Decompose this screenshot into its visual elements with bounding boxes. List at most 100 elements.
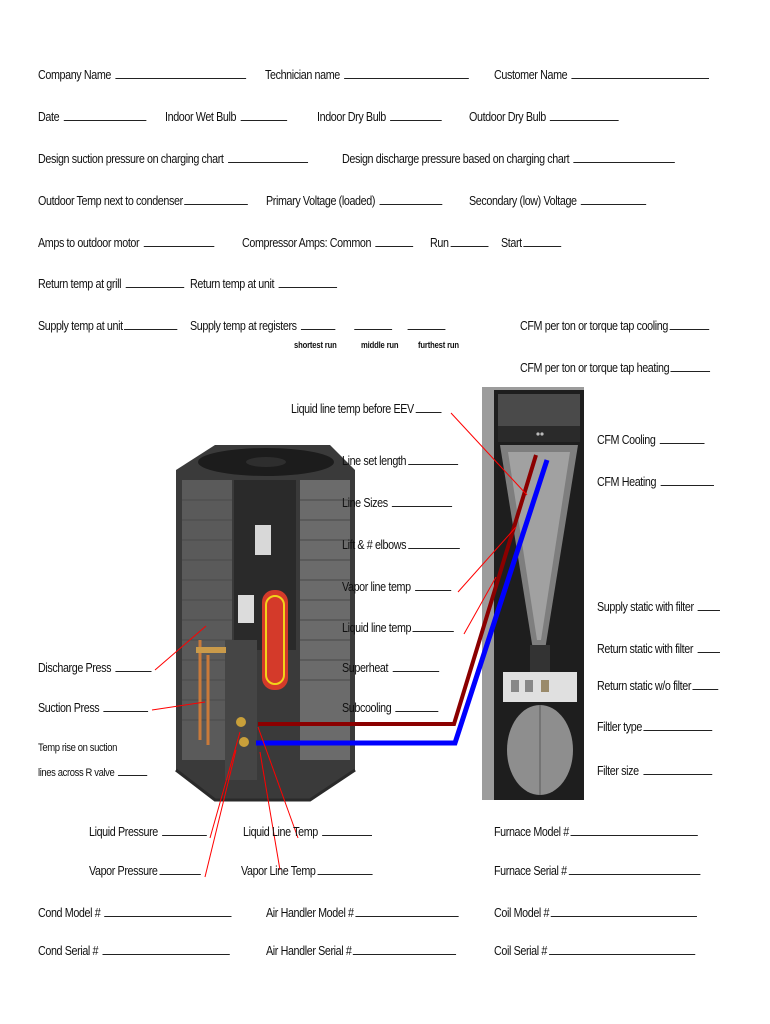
liquid-before-eev-field[interactable]: Liquid line temp before EEV (291, 400, 442, 417)
indoor-dry-bulb-field[interactable]: Indoor Dry Bulb (317, 108, 442, 125)
line-set-length-field[interactable]: Line set length (342, 452, 458, 469)
superheat-label: Superheat (342, 661, 389, 675)
pointer-lines (151, 412, 528, 878)
supply-unit-label: Supply temp at unit (38, 319, 123, 333)
design-suction-label: Design suction pressure on charging char… (38, 152, 224, 166)
cfm-cooling-label: CFM Cooling (597, 433, 656, 447)
return-unit-field[interactable]: Return temp at unit (190, 275, 337, 292)
furthest-run-label: furthest run (418, 340, 459, 350)
compressor-amps-label: Compressor Amps: Common (242, 236, 372, 250)
vapor-line-temp-lower-field[interactable]: Vapor Line Temp (241, 862, 373, 879)
vapor-line-pipe (256, 459, 550, 746)
filter-size-field[interactable]: Filter size (597, 762, 712, 779)
coil-serial-field[interactable]: Coil Serial # (494, 942, 695, 959)
vapor-line-temp-lower-label: Vapor Line Temp (241, 864, 316, 878)
date-field[interactable]: Date (38, 108, 147, 125)
indoor-wet-bulb-field[interactable]: Indoor Wet Bulb (165, 108, 287, 125)
cond-serial-label: Cond Serial # (38, 944, 99, 958)
filter-type-label: Filtler type (597, 720, 642, 734)
outdoor-temp-field[interactable]: Outdoor Temp next to condenser (38, 192, 249, 209)
shortest-run-label: shortest run (294, 340, 337, 350)
line-sizes-field[interactable]: Line Sizes (342, 494, 453, 511)
vapor-line-temp-field[interactable]: Vapor line temp (342, 578, 452, 595)
secondary-voltage-field[interactable]: Secondary (low) Voltage (469, 192, 647, 209)
line-sizes-label: Line Sizes (342, 496, 388, 510)
cfm-cooling-field[interactable]: CFM Cooling (597, 431, 705, 448)
cfm-heating-tap-label: CFM per ton or torque tap heating (520, 361, 670, 375)
technician-name-label: Technician name (265, 68, 340, 82)
furnace-serial-label: Furnace Serial # (494, 864, 567, 878)
liquid-before-eev-label: Liquid line temp before EEV (291, 402, 414, 416)
design-discharge-field[interactable]: Design discharge pressure based on charg… (342, 150, 676, 167)
temp-rise-field[interactable]: lines across R valve (38, 763, 148, 781)
compressor-start-field[interactable]: Start (501, 234, 562, 251)
compressor-common-field[interactable]: Compressor Amps: Common (242, 234, 414, 251)
indoor-wet-bulb-label: Indoor Wet Bulb (165, 110, 237, 124)
filter-size-label: Filter size (597, 764, 639, 778)
return-static-with-field[interactable]: Return static with filter (597, 640, 720, 657)
return-static-without-label: Return static w/o filter (597, 679, 692, 693)
supply-registers-field[interactable]: Supply temp at registers (190, 317, 446, 334)
lift-elbows-field[interactable]: Lift & # elbows (342, 536, 460, 553)
liquid-line-pipe (258, 454, 538, 726)
furnace-model-field[interactable]: Furnace Model # (494, 823, 698, 840)
amps-outdoor-motor-field[interactable]: Amps to outdoor motor (38, 234, 215, 251)
superheat-field[interactable]: Superheat (342, 659, 439, 676)
discharge-press-field[interactable]: Discharge Press (38, 659, 152, 676)
furnace-model-label: Furnace Model # (494, 825, 569, 839)
return-grill-field[interactable]: Return temp at grill (38, 275, 184, 292)
coil-model-label: Coil Model # (494, 906, 550, 920)
coil-serial-label: Coil Serial # (494, 944, 547, 958)
start-label: Start (501, 236, 522, 250)
supply-unit-field[interactable]: Supply temp at unit (38, 317, 178, 334)
cond-model-label: Cond Model # (38, 906, 101, 920)
return-grill-label: Return temp at grill (38, 277, 122, 291)
cfm-cooling-tap-label: CFM per ton or torque tap cooling (520, 319, 668, 333)
cond-serial-field[interactable]: Cond Serial # (38, 942, 230, 959)
lift-elbows-label: Lift & # elbows (342, 538, 407, 552)
air-handler-serial-field[interactable]: Air Handler Serial # (266, 942, 457, 959)
filter-type-field[interactable]: Filtler type (597, 718, 713, 735)
liquid-line-temp-lower-field[interactable]: Liquid Line Temp (243, 823, 373, 840)
suction-press-label: Suction Press (38, 701, 100, 715)
vapor-line-temp-label: Vapor line temp (342, 580, 411, 594)
outdoor-dry-bulb-field[interactable]: Outdoor Dry Bulb (469, 108, 619, 125)
design-suction-field[interactable]: Design suction pressure on charging char… (38, 150, 308, 167)
amps-outdoor-motor-label: Amps to outdoor motor (38, 236, 140, 250)
date-label: Date (38, 110, 60, 124)
suction-press-field[interactable]: Suction Press (38, 699, 149, 716)
run-label: Run (430, 236, 449, 250)
cfm-heating-tap-field[interactable]: CFM per ton or torque tap heating (520, 359, 711, 376)
technician-name-field[interactable]: Technician name (265, 66, 469, 83)
coil-model-field[interactable]: Coil Model # (494, 904, 698, 921)
vapor-pressure-field[interactable]: Vapor Pressure (89, 862, 201, 879)
return-static-without-field[interactable]: Return static w/o filter (597, 677, 719, 694)
cfm-heating-label: CFM Heating (597, 475, 657, 489)
line-set-length-label: Line set length (342, 454, 407, 468)
temp-rise-label: lines across R valve (38, 767, 115, 779)
liquid-line-temp-field[interactable]: Liquid line temp (342, 619, 455, 636)
primary-voltage-field[interactable]: Primary Voltage (loaded) (266, 192, 443, 209)
liquid-pressure-field[interactable]: Liquid Pressure (89, 823, 207, 840)
subcooling-label: Subcooling (342, 701, 392, 715)
outdoor-temp-label: Outdoor Temp next to condenser (38, 194, 183, 208)
furnace-serial-field[interactable]: Furnace Serial # (494, 862, 700, 879)
subcooling-field[interactable]: Subcooling (342, 699, 439, 716)
design-discharge-label: Design discharge pressure based on charg… (342, 152, 570, 166)
company-name-field[interactable]: Company Name (38, 66, 247, 83)
primary-voltage-label: Primary Voltage (loaded) (266, 194, 376, 208)
return-static-with-label: Return static with filter (597, 642, 694, 656)
cfm-heating-field[interactable]: CFM Heating (597, 473, 714, 490)
supply-static-field[interactable]: Supply static with filter (597, 598, 721, 615)
return-unit-label: Return temp at unit (190, 277, 275, 291)
liquid-line-temp-lower-label: Liquid Line Temp (243, 825, 318, 839)
supply-static-label: Supply static with filter (597, 600, 694, 614)
air-handler-model-field[interactable]: Air Handler Model # (266, 904, 459, 921)
liquid-pressure-label: Liquid Pressure (89, 825, 158, 839)
cond-model-field[interactable]: Cond Model # (38, 904, 232, 921)
cfm-cooling-tap-field[interactable]: CFM per ton or torque tap cooling (520, 317, 710, 334)
air-handler-model-label: Air Handler Model # (266, 906, 354, 920)
customer-name-field[interactable]: Customer Name (494, 66, 710, 83)
compressor-run-field[interactable]: Run (430, 234, 489, 251)
